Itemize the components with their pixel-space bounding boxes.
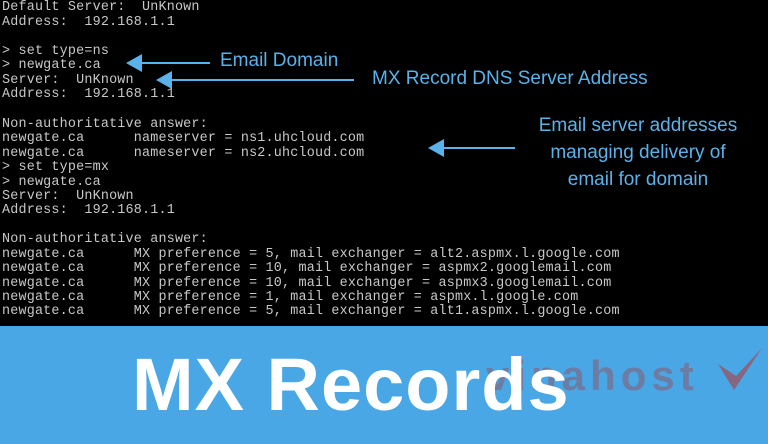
- terminal-line: newgate.ca MX preference = 10, mail exch…: [2, 261, 612, 276]
- terminal-line: newgate.ca MX preference = 5, mail excha…: [2, 247, 620, 262]
- terminal-line: newgate.ca MX preference = 5, mail excha…: [2, 304, 620, 319]
- terminal-line: newgate.ca MX preference = 10, mail exch…: [2, 276, 612, 291]
- terminal-line: > set type=ns: [2, 44, 110, 59]
- terminal-line: Non-authoritative answer:: [2, 117, 208, 132]
- annotation-email-servers-line: managing delivery of: [550, 142, 726, 163]
- terminal-line: Address: 192.168.1.1: [2, 87, 175, 102]
- terminal-line: > set type=mx: [2, 160, 110, 175]
- terminal-line: newgate.ca nameserver = ns1.uhcloud.com: [2, 131, 365, 146]
- left-arrow-icon: [428, 139, 515, 157]
- terminal-line: newgate.ca MX preference = 1, mail excha…: [2, 290, 579, 305]
- terminal-line: Server: UnKnown: [2, 189, 134, 204]
- annotation-mx-dns-server: MX Record DNS Server Address: [372, 68, 648, 89]
- terminal-line: Default Server: UnKnown: [2, 0, 200, 15]
- watermark-logo: vinahost: [486, 352, 699, 399]
- terminal-line: Address: 192.168.1.1: [2, 15, 175, 30]
- check-mark-icon: [718, 348, 762, 390]
- left-arrow-icon: [156, 71, 354, 89]
- annotation-email-servers-line: email for domain: [567, 169, 709, 190]
- terminal-line: Non-authoritative answer:: [2, 232, 208, 247]
- terminal-line: > newgate.ca: [2, 58, 101, 73]
- annotation-email-domain: Email Domain: [220, 50, 339, 71]
- banner-title: MX Records: [132, 343, 570, 426]
- terminal-line: > newgate.ca: [2, 175, 101, 190]
- left-arrow-icon: [126, 54, 210, 72]
- terminal-line: Address: 192.168.1.1: [2, 203, 175, 218]
- terminal-line: newgate.ca nameserver = ns2.uhcloud.com: [2, 146, 365, 161]
- terminal-line: Server: UnKnown: [2, 73, 134, 88]
- title-banner: [0, 326, 768, 444]
- annotation-email-servers-line: Email server addresses: [538, 115, 738, 136]
- annotation-email-servers: Email server addresses managing delivery…: [528, 112, 748, 193]
